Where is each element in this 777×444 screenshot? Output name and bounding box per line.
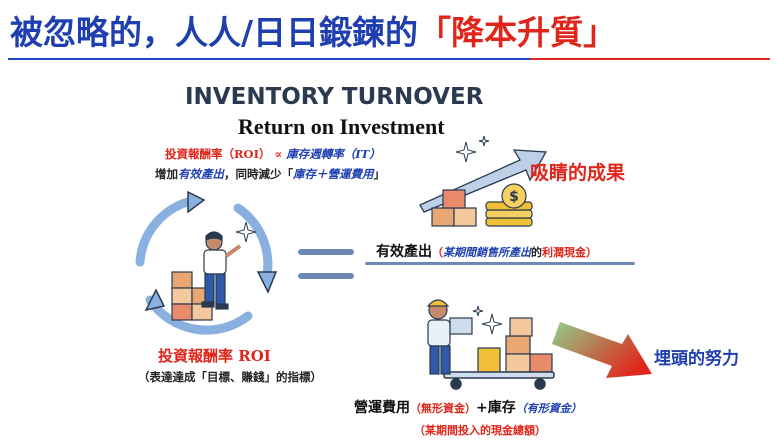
- worker-icon: [426, 299, 473, 375]
- output-note-of: 的: [531, 246, 542, 259]
- increase-prefix: 增加: [155, 167, 178, 181]
- roi-caption: （表達達成「目標、賺錢」的指標）: [138, 370, 322, 384]
- roi-label: 投資報酬率 ROI: [158, 347, 271, 365]
- cycle-arrowhead-icon: [144, 288, 166, 312]
- output-line: 有效產出（某期間銷售所產出的利潤現金）: [376, 241, 597, 261]
- cycle-arrowhead-icon: [187, 190, 206, 214]
- headline-main: 被忽略的，人人/日日鍛鍊的: [10, 13, 419, 52]
- fraction-rule: [365, 262, 635, 265]
- increase-mid: ，同時減少「: [224, 167, 293, 181]
- equals-bar-top: [298, 249, 354, 255]
- inventory-note: （有形資金）: [515, 402, 582, 415]
- formula-proportional: ∝: [274, 147, 283, 161]
- result-label: 吸睛的成果: [530, 162, 626, 184]
- formula-it: 庫存週轉率（IT）: [286, 147, 381, 161]
- headline-highlight: 「降本升質」: [418, 13, 617, 52]
- cost-line: 營運費用（無形資金）+庫存（有形資金）: [354, 397, 582, 417]
- page-headline: 被忽略的，人人/日日鍛鍊的「降本升質」: [10, 6, 616, 54]
- equals-bar-bottom: [298, 273, 354, 279]
- effort-arrow-icon: [552, 322, 652, 378]
- box-stack-icon: [477, 317, 553, 375]
- output-label: 有效產出: [376, 244, 432, 260]
- increase-line: 增加有效產出，同時減少「庫存＋營運費用」: [155, 166, 385, 182]
- output-note-close: ）: [586, 246, 597, 259]
- sparkle-icon: [472, 305, 503, 335]
- output-note-period: 某期間銷售所產出: [443, 246, 531, 259]
- output-note-profit: 利潤現金: [542, 246, 586, 259]
- increase-suffix: 」: [373, 167, 386, 181]
- formula-roi: 投資報酬率（ROI）: [165, 147, 271, 161]
- inventory-label: +庫存: [476, 400, 516, 416]
- cycle-arrowhead-icon: [256, 271, 278, 294]
- diagram-title: INVENTORY TURNOVER: [185, 84, 484, 110]
- opex-note: （無形資金）: [410, 402, 476, 415]
- svg-text:$: $: [509, 189, 519, 205]
- sparkle-icon: [455, 135, 490, 163]
- formula-line: 投資報酬率（ROI） ∝ 庫存週轉率（IT）: [165, 146, 381, 162]
- box-stack-icon: [431, 189, 477, 227]
- increase-output: 有效產出: [178, 167, 224, 181]
- output-note-open: （: [432, 246, 443, 259]
- cost-caption: （某期間投入的現金總額）: [414, 424, 546, 437]
- cycle-arrows-icon: [135, 195, 273, 335]
- sparkle-icon: [235, 221, 257, 243]
- increase-reduce: 庫存＋營運費用: [293, 167, 374, 181]
- opex-label: 營運費用: [354, 400, 410, 416]
- coin-stack-icon: $: [485, 183, 533, 227]
- person-icon: [201, 231, 242, 310]
- headline-underline: [8, 58, 770, 60]
- hand-cart-icon: [443, 371, 555, 390]
- effort-label: 埋頭的努力: [654, 349, 739, 369]
- headline-underline-accent: [530, 58, 770, 60]
- diagram-subtitle: Return on Investment: [238, 114, 445, 139]
